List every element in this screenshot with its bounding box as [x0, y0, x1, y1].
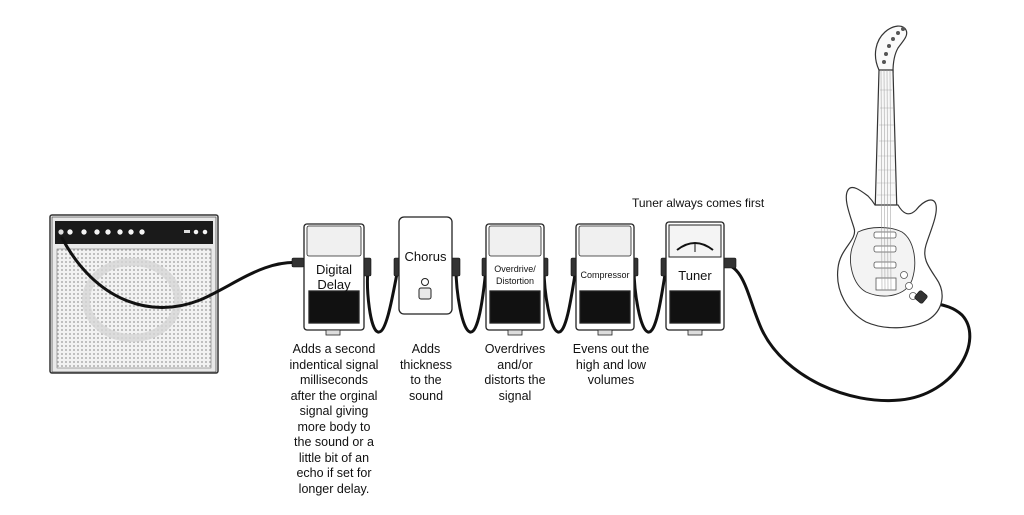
pedal-chorus [398, 216, 453, 315]
guitar-icon [836, 25, 943, 329]
pedal-overdrive-distortion [485, 223, 545, 336]
caption-compressor: Evens out the high and low volumes [572, 342, 650, 387]
caption-chorus: Adds thickness to the sound [399, 342, 453, 403]
pedal-label-overdrive-distortion: Overdrive/ Distortion [494, 264, 536, 286]
pedal-label-chorus: Chorus [404, 249, 447, 264]
pedal-label-digital-delay: Digital Delay [315, 262, 353, 292]
pedal-compressor [575, 223, 635, 336]
caption-digital-delay: Adds a second indentical signal millisec… [289, 342, 379, 496]
tuner-note: Tuner always comes first [632, 196, 765, 210]
pedal-tuner [665, 221, 725, 336]
pedal-label-tuner: Tuner [678, 268, 712, 283]
pedal-label-compressor: Compressor [580, 270, 630, 280]
cable-icon [60, 236, 972, 403]
pedal-digital-delay [303, 223, 365, 336]
caption-overdrive-distortion: Overdrives and/or distorts the signal [484, 342, 546, 403]
amplifier-icon [49, 214, 219, 374]
